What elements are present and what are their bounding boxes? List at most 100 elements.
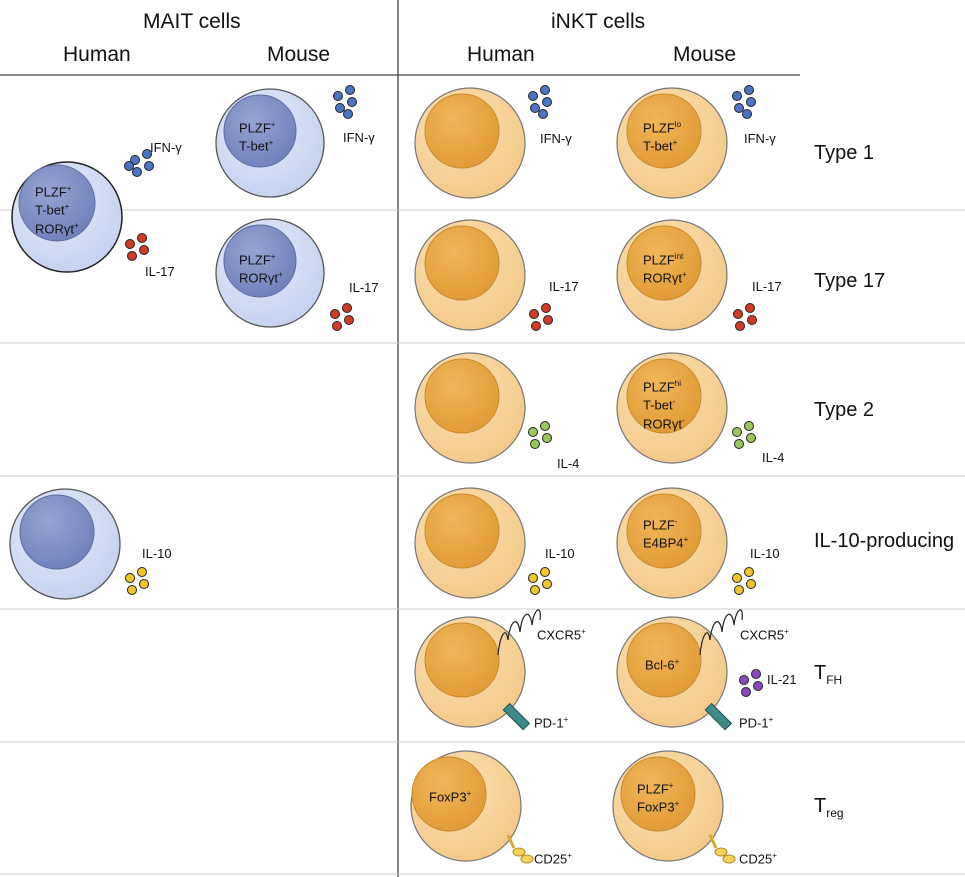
cytokine-dot: [142, 149, 152, 159]
cytokine-dot: [130, 155, 140, 165]
il17-dots-inkt-mouse: [733, 303, 757, 331]
ifng-label-mait-mouse: IFN-γ: [343, 130, 375, 145]
row-label-treg: Treg: [814, 795, 844, 820]
cxcr5-receptor-mouse: [699, 609, 743, 656]
pd1-label-human: PD-1+: [534, 715, 569, 731]
mait-human-il10-cell: [9, 488, 121, 600]
cxcr5-label-human: CXCR5+: [537, 627, 586, 643]
cytokine-dot: [335, 103, 345, 113]
il10-label-inkt-human: IL-10: [545, 546, 575, 561]
cytokine-dot: [330, 309, 340, 319]
cytokine-dot: [540, 85, 550, 95]
inkt-mouse-type1-marker: PLZFlo T-bet+: [643, 120, 682, 154]
il17-label-mait-human: IL-17: [145, 264, 175, 279]
cytokine-dot: [347, 97, 357, 107]
inkt-human-type2-cell: [414, 352, 526, 464]
row-label-il10: IL-10-producing: [814, 530, 955, 552]
cytokine-dot: [124, 161, 134, 171]
ifng-dots-inkt-mouse: [732, 85, 756, 119]
il17-dots-mait-human: [125, 233, 149, 261]
cytokine-dot: [528, 91, 538, 101]
il17-label-mait-mouse: IL-17: [349, 280, 379, 295]
inkt-mouse-type2-cell: [616, 352, 728, 464]
cytokine-dot: [744, 85, 754, 95]
cxcr5-receptor-human: [497, 609, 541, 656]
il17-label-inkt-human: IL-17: [549, 279, 579, 294]
pd1-receptor-mouse: [704, 702, 733, 731]
pd1-label-mouse: PD-1+: [739, 715, 774, 731]
cytokine-dot: [732, 91, 742, 101]
cytokine-dot: [127, 251, 137, 261]
cytokine-dot: [132, 167, 142, 177]
cytokine-dot: [333, 91, 343, 101]
cd25-receptor-human: [506, 834, 534, 864]
inkt-mouse-header: Mouse: [673, 43, 737, 66]
cytokine-dot: [139, 245, 149, 255]
mait-header: MAIT cells: [143, 10, 241, 33]
ifng-label-inkt-human: IFN-γ: [540, 131, 572, 146]
cytokine-dot: [744, 421, 754, 431]
cytokine-dot: [753, 681, 763, 691]
inkt-human-treg-cell: [410, 750, 522, 862]
cytokine-dot: [734, 103, 744, 113]
cytokine-dot: [332, 321, 342, 331]
cytokine-dot: [542, 579, 552, 589]
cytokine-dot: [540, 421, 550, 431]
cytokine-dot: [530, 439, 540, 449]
inkt-mouse-treg-cell: [612, 750, 724, 862]
ifng-dots-mait-mouse: [333, 85, 357, 119]
mait-human-header: Human: [63, 43, 131, 66]
cytokine-dot: [742, 109, 752, 119]
inkt-mouse-treg-marker: PLZF+ FoxP3+: [637, 781, 680, 815]
inkt-human-header: Human: [467, 43, 535, 66]
cytokine-dot: [529, 309, 539, 319]
cytokine-dot: [345, 85, 355, 95]
cytokine-dot: [735, 321, 745, 331]
cytokine-dot: [139, 579, 149, 589]
cytokine-dot: [542, 433, 552, 443]
row-label-tfh: TFH: [814, 662, 843, 687]
ifng-dots-inkt-human: [528, 85, 552, 119]
inkt-mouse-type17-marker: PLZFint RORγt+: [643, 252, 687, 286]
mait-mouse-type1-marker: PLZF+ T-bet+: [239, 120, 276, 154]
mait-mouse-header: Mouse: [267, 43, 331, 66]
inkt-mouse-type1-cell: [616, 87, 728, 199]
cytokine-dot: [137, 233, 147, 243]
cytokine-dot: [744, 567, 754, 577]
il10-dots-inkt-mouse: [732, 567, 756, 595]
cytokine-dot: [739, 675, 749, 685]
cytokine-dot: [746, 97, 756, 107]
inkt-human-il10-cell: [414, 487, 526, 599]
il10-label-mait-human: IL-10: [142, 546, 172, 561]
il10-dots-inkt-human: [528, 567, 552, 595]
il17-label-inkt-mouse: IL-17: [752, 279, 782, 294]
cytokine-dot: [741, 687, 751, 697]
cytokine-dot: [746, 433, 756, 443]
il4-label-inkt-mouse: IL-4: [762, 450, 785, 465]
pd1-receptor-human: [502, 702, 531, 731]
il4-dots-inkt-mouse: [732, 421, 756, 449]
mait-human-type1-17-cell: [11, 161, 123, 273]
inkt-human-type17-cell: [414, 219, 526, 331]
il4-dots-inkt-human: [528, 421, 552, 449]
cytokine-dot: [342, 303, 352, 313]
inkt-mouse-tfh-cell: [616, 616, 728, 728]
inkt-header: iNKT cells: [551, 10, 646, 33]
row-label-type2: Type 2: [814, 399, 875, 421]
inkt-human-tfh-cell: [414, 616, 526, 728]
cxcr5-label-mouse: CXCR5+: [740, 627, 789, 643]
mait-mouse-type17-cell: [215, 218, 325, 328]
row-label-type1: Type 1: [814, 142, 875, 164]
inkt-mouse-il10-marker: PLZF- E4BP4+: [643, 517, 689, 551]
il10-dots-mait-human: [125, 567, 149, 595]
inkt-mouse-il10-cell: [616, 487, 728, 599]
cytokine-dot: [344, 315, 354, 325]
row-label-type17: Type 17: [814, 270, 886, 292]
il21-dots-inkt-mouse: [739, 669, 763, 697]
inkt-human-treg-marker: FoxP3+: [429, 789, 472, 805]
mait-mouse-type17-marker: PLZF+ RORγt+: [239, 252, 283, 286]
cytokine-dot: [734, 585, 744, 595]
cd25-label-mouse: CD25+: [739, 851, 777, 867]
